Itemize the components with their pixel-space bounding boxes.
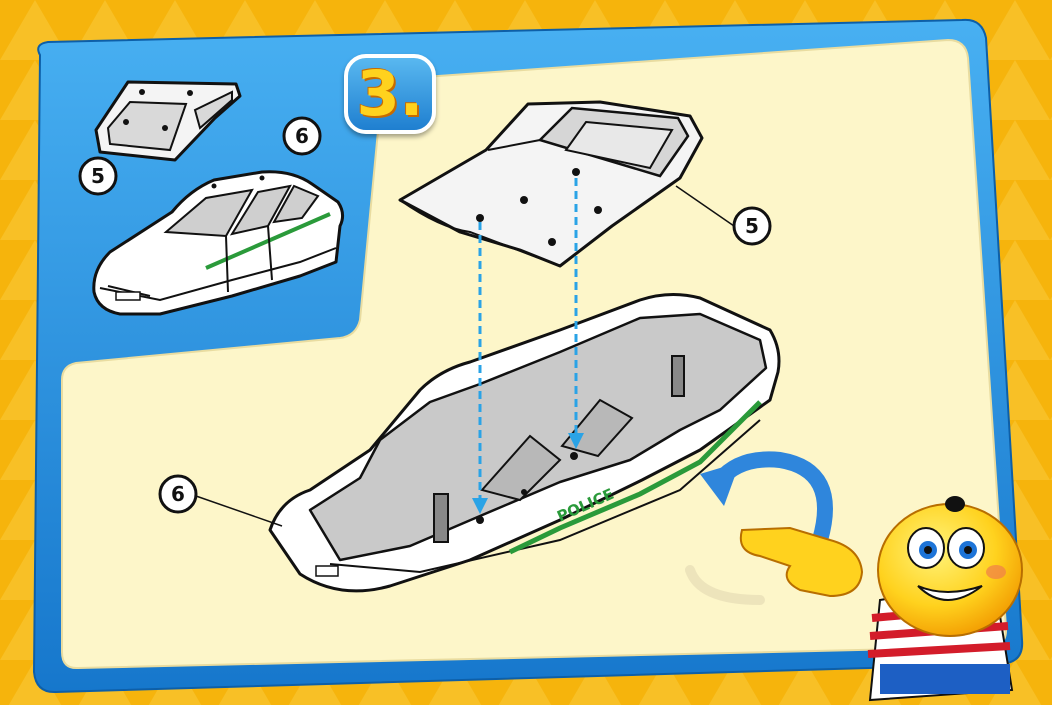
part-label-body: 6 bbox=[160, 476, 196, 512]
svg-text:6: 6 bbox=[171, 482, 185, 506]
part-label-top-inset: 5 bbox=[80, 158, 116, 194]
step-number: 3. bbox=[348, 58, 432, 130]
part-label-roof: 5 bbox=[734, 208, 770, 244]
svg-text:5: 5 bbox=[91, 164, 105, 188]
step-number-badge: 3. bbox=[344, 54, 436, 134]
svg-text:6: 6 bbox=[295, 124, 309, 148]
svg-text:5: 5 bbox=[745, 214, 759, 238]
part-label-bottom-inset: 6 bbox=[284, 118, 320, 154]
